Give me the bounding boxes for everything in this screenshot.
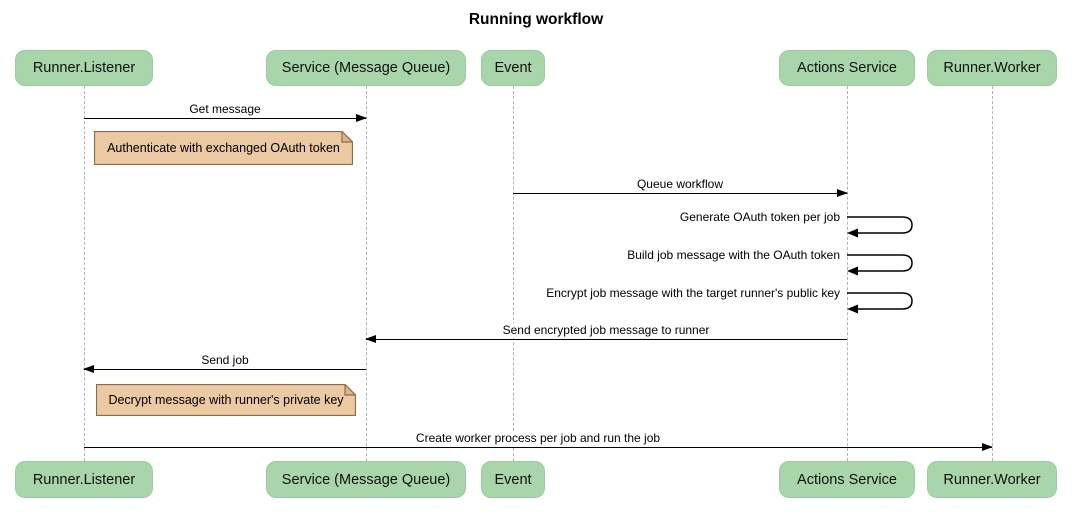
participant-runner-listener-top: Runner.Listener: [15, 50, 153, 86]
lifeline-runner-listener: [83, 86, 85, 461]
arrow-queue-workflow: [513, 188, 848, 197]
message-label-get-message: Get message: [185, 102, 265, 117]
message-label-queue-workflow: Queue workflow: [632, 177, 728, 192]
note-decrypt-text: Decrypt message with runner's private ke…: [108, 393, 344, 407]
message-label-create-worker: Create worker process per job and run th…: [411, 431, 665, 446]
participant-service-mq-bottom: Service (Message Queue): [266, 461, 466, 498]
arrow-send-job: [83, 364, 366, 373]
lifeline-actions-service: [846, 86, 848, 461]
participant-runner-worker-bottom: Runner.Worker: [927, 461, 1057, 498]
note-authenticate: Authenticate with exchanged OAuth token: [93, 130, 354, 166]
participant-runner-listener-bottom: Runner.Listener: [15, 461, 153, 498]
message-label-send-job: Send job: [197, 353, 253, 368]
note-shape: [95, 383, 357, 417]
lifeline-runner-worker: [991, 86, 993, 461]
lifeline-event: [512, 86, 514, 461]
arrow-get-message: [84, 113, 367, 122]
note-shape: [93, 130, 354, 166]
self-loop-generate-oauth: [847, 216, 913, 238]
participant-actions-service-top: Actions Service: [779, 50, 915, 86]
note-authenticate-text: Authenticate with exchanged OAuth token: [107, 141, 340, 155]
message-label-build-job: Build job message with the OAuth token: [624, 247, 843, 263]
participant-actions-service-bottom: Actions Service: [779, 461, 915, 498]
participant-service-mq-top: Service (Message Queue): [266, 50, 466, 86]
message-label-send-encrypted: Send encrypted job message to runner: [498, 323, 714, 338]
participant-runner-worker-top: Runner.Worker: [927, 50, 1057, 86]
arrow-send-encrypted: [365, 334, 847, 343]
message-label-generate-oauth: Generate OAuth token per job: [676, 209, 843, 225]
lifeline-service-mq: [365, 86, 367, 461]
message-label-encrypt-job: Encrypt job message with the target runn…: [543, 285, 843, 301]
participant-event-top: Event: [481, 50, 545, 86]
note-decrypt: Decrypt message with runner's private ke…: [95, 383, 357, 417]
diagram-title: Running workflow: [468, 11, 604, 28]
participant-event-bottom: Event: [481, 461, 545, 498]
self-loop-encrypt-job: [847, 292, 913, 314]
arrow-create-worker: [84, 442, 993, 451]
self-loop-build-job: [847, 254, 913, 276]
